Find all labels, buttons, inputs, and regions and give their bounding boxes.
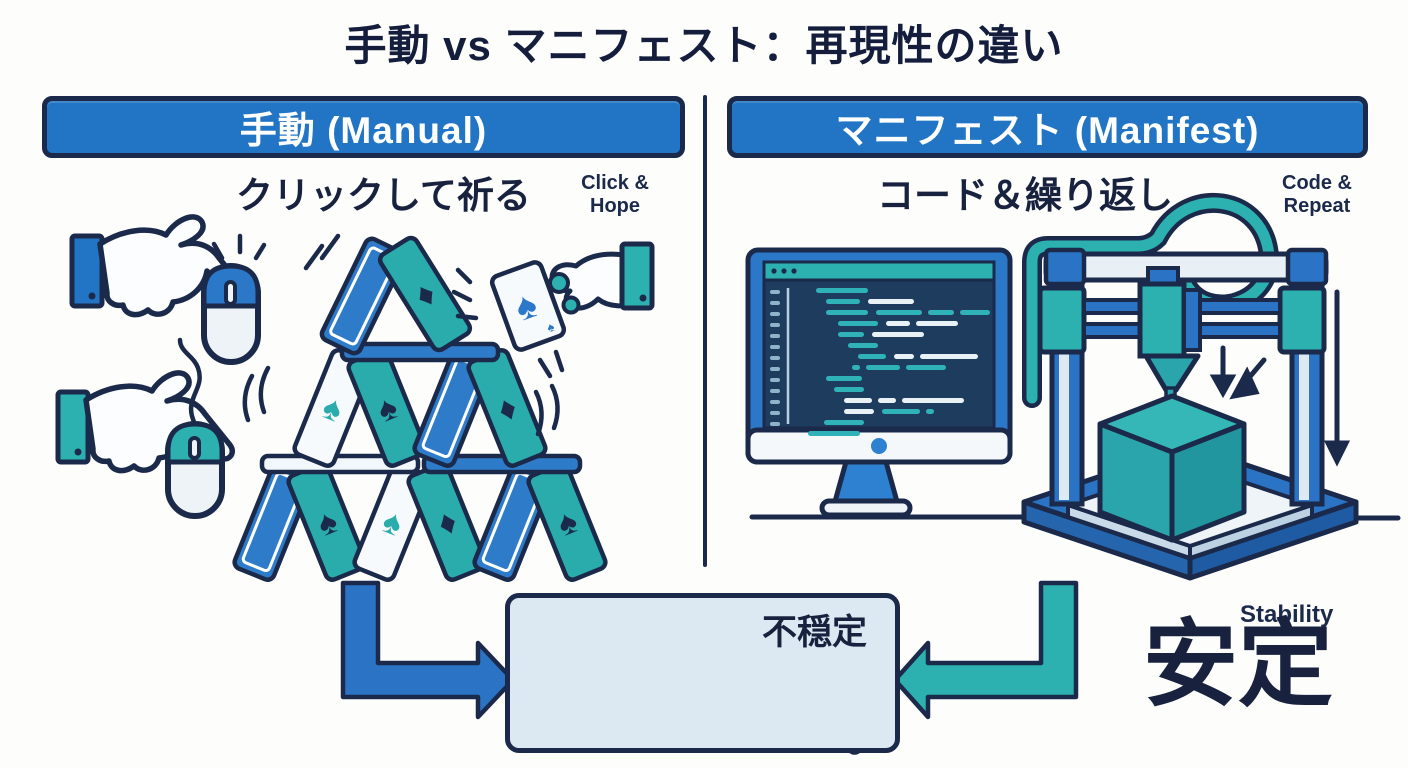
- svg-text:♦: ♦: [492, 388, 522, 430]
- manifest-subtitle-note: Code & Repeat: [1262, 172, 1372, 218]
- svg-text:♠: ♠: [312, 502, 343, 544]
- manifest-note-line1: Code &: [1282, 172, 1352, 194]
- mouse-click-icon-bottom: [55, 337, 232, 519]
- down-arrow-icons: [1209, 289, 1351, 467]
- svg-text:♠: ♠: [372, 388, 403, 430]
- manual-note-line1: Click &: [581, 172, 649, 194]
- filament-tube: [1022, 192, 1280, 408]
- wobble-lines: [242, 233, 560, 437]
- printer-3d-icon: [1021, 247, 1359, 581]
- manual-note-line2: Hope: [590, 195, 640, 217]
- manifest-subtitle: コード＆繰り返し: [877, 175, 1173, 216]
- stable-label: 安定: [1142, 612, 1333, 718]
- printed-cube-icon: [1097, 393, 1247, 543]
- page-title: 手動 vs マニフェスト：再現性の違い: [344, 22, 1064, 69]
- manual-subtitle-note: Click & Hope: [560, 172, 670, 218]
- svg-text:♦: ♦: [432, 502, 462, 544]
- panel-divider: [703, 95, 707, 567]
- svg-text:♠: ♠: [552, 502, 583, 544]
- manual-header-bar: 手動 (Manual): [42, 96, 685, 158]
- manifest-note-line2: Repeat: [1283, 195, 1351, 217]
- svg-text:♠: ♠: [509, 283, 542, 329]
- manual-subtitle: クリックして祈る: [236, 175, 531, 216]
- stability-note: Stability: [1240, 601, 1334, 628]
- unstable-label: 不穏定: [762, 613, 868, 652]
- manifest-result-arrow: [892, 580, 1079, 720]
- hand-placing-card-icon: ♠ ♠: [451, 241, 655, 379]
- manual-result-arrow: [340, 580, 516, 720]
- svg-text:♠: ♠: [317, 388, 348, 430]
- computer-mouse-icon-blue: [201, 263, 261, 365]
- computer-mouse-icon-teal: [165, 337, 225, 519]
- code-lines: [808, 288, 990, 436]
- line-number-gutter: [770, 288, 790, 426]
- svg-text:♠: ♠: [377, 502, 408, 544]
- click-spark-icon: [211, 233, 267, 261]
- manifest-header-bar: マニフェスト (Manifest): [727, 96, 1368, 158]
- svg-text:♦: ♦: [408, 274, 443, 315]
- unstable-outcome-box: [505, 593, 900, 753]
- svg-text:♠: ♠: [545, 319, 557, 335]
- code-editor-monitor-icon: [745, 247, 1013, 518]
- manifest-header-label: マニフェスト (Manifest): [835, 110, 1260, 151]
- manifest-illustration: [745, 192, 1401, 581]
- manual-illustration: ♠ ♠ ♦ ♠ ♠ ♠ ♦ ♦: [55, 217, 655, 582]
- mouse-click-icon-top: [69, 217, 267, 365]
- manual-header-label: 手動 (Manual): [239, 110, 488, 151]
- house-of-cards-icon: ♠ ♠ ♦ ♠ ♠ ♠ ♦ ♦: [233, 235, 608, 581]
